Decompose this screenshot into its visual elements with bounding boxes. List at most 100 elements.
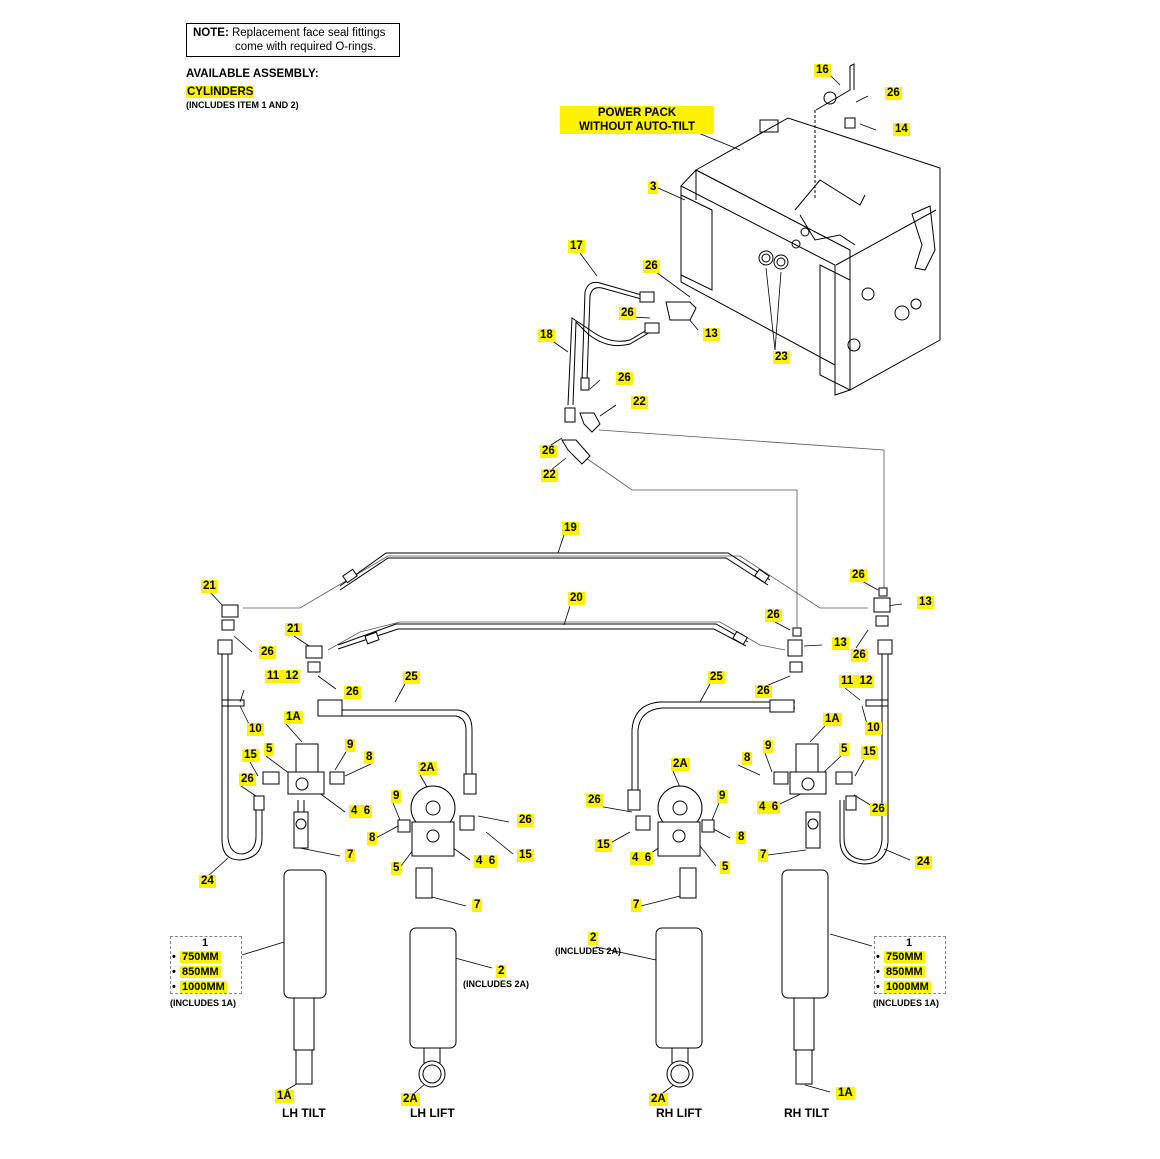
callout-c5d[interactable]: 5 (720, 861, 731, 874)
callout-c26k[interactable]: 26 (755, 685, 772, 698)
callout-c26g[interactable]: 26 (765, 609, 782, 622)
callout-c5b[interactable]: 5 (839, 743, 850, 756)
callout-c1Ab[interactable]: 1A (823, 713, 842, 726)
callout-c26j[interactable]: 26 (344, 686, 361, 699)
callout-c1112a[interactable]: 11 12 (265, 670, 301, 683)
callout-c8c[interactable]: 8 (367, 832, 378, 845)
rh-lift-cylinder (635, 785, 715, 1088)
callout-c1Ad[interactable]: 1A (836, 1087, 855, 1100)
callout-c46c[interactable]: 4 6 (474, 855, 498, 868)
callout-c9c[interactable]: 9 (391, 790, 402, 803)
callout-c10a[interactable]: 10 (247, 723, 264, 736)
callout-c23[interactable]: 23 (773, 351, 790, 364)
power-pack-illustration (680, 63, 941, 396)
callout-c9a[interactable]: 9 (345, 739, 356, 752)
callout-c26f[interactable]: 26 (850, 569, 867, 582)
callout-c26e[interactable]: 26 (540, 445, 557, 458)
item-1-right-num: 1 (906, 937, 913, 949)
callout-c15a[interactable]: 15 (242, 749, 259, 762)
len-1000-right: 1000MM (884, 981, 931, 993)
callout-c9d[interactable]: 9 (717, 790, 728, 803)
callout-c2Ad[interactable]: 2A (649, 1093, 668, 1106)
len-850-right: 850MM (884, 966, 925, 978)
item-1-left-850[interactable]: •850MM (172, 966, 221, 978)
callout-c26m[interactable]: 26 (586, 794, 603, 807)
callout-c2a[interactable]: 2 (588, 932, 599, 945)
callout-c7c[interactable]: 7 (472, 899, 483, 912)
callout-c46d[interactable]: 4 6 (630, 852, 654, 865)
len-750-left: 750MM (180, 951, 221, 963)
callout-c26l[interactable]: 26 (239, 773, 256, 786)
callout-c5a[interactable]: 5 (264, 743, 275, 756)
callout-c24b[interactable]: 24 (915, 856, 932, 869)
callout-c10b[interactable]: 10 (865, 722, 882, 735)
callout-c2Aa[interactable]: 2A (418, 762, 437, 775)
callout-c15c[interactable]: 15 (595, 839, 612, 852)
label-rh-tilt: RH TILT (784, 1106, 830, 1120)
callout-c26a[interactable]: 26 (885, 87, 902, 100)
callout-c26b[interactable]: 26 (643, 260, 660, 273)
callout-c18[interactable]: 18 (538, 329, 555, 342)
item-1-right-850[interactable]: •850MM (876, 966, 925, 978)
callout-c22b[interactable]: 22 (541, 469, 558, 482)
item-1-left-1000[interactable]: •1000MM (172, 981, 227, 993)
callout-c7d[interactable]: 7 (631, 899, 642, 912)
callout-c7b[interactable]: 7 (758, 849, 769, 862)
callout-c5c[interactable]: 5 (391, 862, 402, 875)
callout-c20[interactable]: 20 (568, 592, 585, 605)
callout-c15b[interactable]: 15 (861, 746, 878, 759)
callout-c9b[interactable]: 9 (763, 740, 774, 753)
callout-c26c[interactable]: 26 (619, 307, 636, 320)
callout-c25a[interactable]: 25 (403, 671, 420, 684)
callout-c19[interactable]: 19 (562, 522, 579, 535)
assembly-cylinders-link[interactable]: CYLINDERS (186, 86, 255, 98)
callout-c26n[interactable]: 26 (870, 803, 887, 816)
callout-c21a[interactable]: 21 (201, 580, 218, 593)
callout-c8d[interactable]: 8 (736, 831, 747, 844)
callout-c26h[interactable]: 26 (259, 646, 276, 659)
callout-c13b[interactable]: 13 (917, 596, 934, 609)
callout-c3[interactable]: 3 (648, 181, 659, 194)
callout-c24a[interactable]: 24 (199, 875, 216, 888)
callout-c22a[interactable]: 22 (631, 396, 648, 409)
callout-c16[interactable]: 16 (814, 64, 831, 77)
callout-c15d[interactable]: 15 (517, 849, 534, 862)
callout-c25b[interactable]: 25 (708, 671, 725, 684)
callout-c13a[interactable]: 13 (703, 328, 720, 341)
tee-fittings (221, 587, 891, 673)
item-1-left-750[interactable]: •750MM (172, 951, 221, 963)
hoses-24 (217, 639, 893, 865)
item-1-left-includes: (INCLUDES 1A) (170, 998, 237, 1008)
callout-c8a[interactable]: 8 (364, 751, 375, 764)
callout-c13c[interactable]: 13 (832, 637, 849, 650)
callout-c1Aa[interactable]: 1A (284, 711, 303, 724)
power-pack-label[interactable]: POWER PACK WITHOUT AUTO-TILT (560, 106, 714, 134)
len-1000-left: 1000MM (180, 981, 227, 993)
rh-tilt-cylinder (773, 743, 857, 1085)
callout-c1Ac[interactable]: 1A (275, 1090, 294, 1103)
callout-c7a[interactable]: 7 (345, 849, 356, 862)
callout-c26i[interactable]: 26 (851, 649, 868, 662)
item-2-left-includes: (INCLUDES 2A) (463, 979, 530, 989)
item-1-right-1000[interactable]: •1000MM (876, 981, 931, 993)
callout-c26d[interactable]: 26 (616, 372, 633, 385)
item-1-left-num: 1 (202, 937, 209, 949)
callout-c14[interactable]: 14 (893, 123, 910, 136)
assembly-includes: (INCLUDES ITEM 1 AND 2) (186, 100, 299, 110)
callout-c2Ac[interactable]: 2A (401, 1093, 420, 1106)
callout-c8b[interactable]: 8 (742, 752, 753, 765)
callout-c1112b[interactable]: 11 12 (839, 675, 875, 688)
callout-c46b[interactable]: 4 6 (757, 801, 781, 814)
callout-c21b[interactable]: 21 (285, 623, 302, 636)
lh-lift-cylinder (397, 785, 475, 1088)
callout-c46a[interactable]: 4 6 (349, 805, 373, 818)
callout-c26o[interactable]: 26 (517, 814, 534, 827)
item-2-right-includes: (INCLUDES 2A) (555, 946, 622, 956)
item-1-right-750[interactable]: •750MM (876, 951, 925, 963)
label-rh-lift: RH LIFT (656, 1106, 702, 1120)
item-1-right-includes: (INCLUDES 1A) (873, 998, 940, 1008)
power-pack-line1: POWER PACK (597, 107, 677, 119)
callout-c17[interactable]: 17 (568, 240, 585, 253)
callout-c2b[interactable]: 2 (496, 965, 507, 978)
callout-c2Ab[interactable]: 2A (671, 758, 690, 771)
